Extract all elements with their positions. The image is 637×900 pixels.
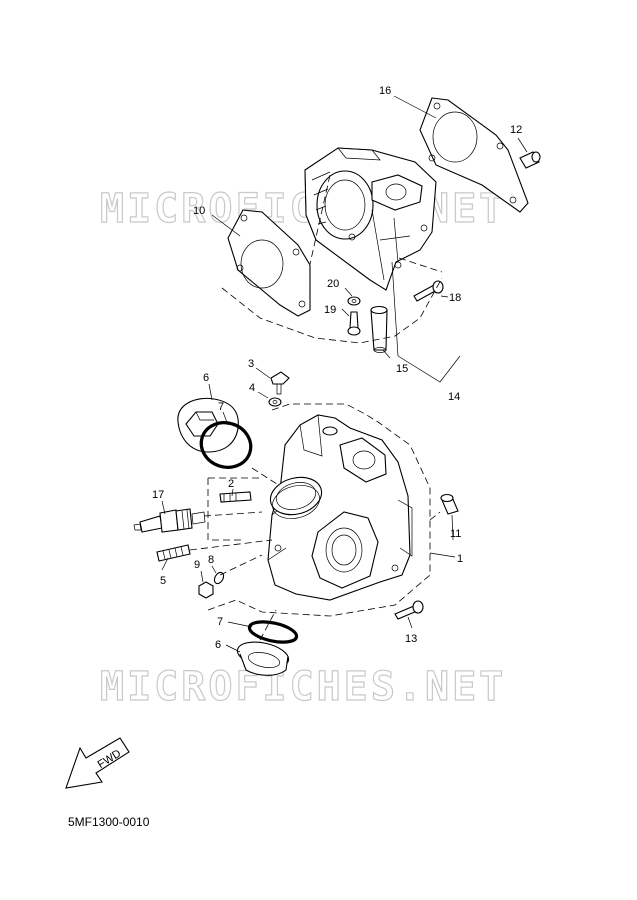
- part-6-cap-upper[interactable]: [177, 397, 239, 453]
- part-11-dowel-pin[interactable]: [440, 493, 459, 515]
- label-19: 19: [324, 304, 336, 316]
- label-14: 14: [448, 391, 460, 403]
- label-9: 9: [194, 559, 200, 571]
- part-12-dowel-pin[interactable]: [519, 151, 541, 169]
- label-2: 2: [228, 478, 234, 490]
- part-15-pipe[interactable]: [370, 305, 388, 353]
- label-6-lower: 6: [215, 639, 221, 651]
- label-3: 3: [248, 358, 254, 370]
- label-10: 10: [193, 205, 205, 217]
- part-6-cap-lower[interactable]: [235, 638, 291, 676]
- label-16: 16: [379, 85, 391, 97]
- part-9-nut[interactable]: [198, 581, 214, 599]
- label-17: 17: [152, 489, 164, 501]
- part-3-bolt[interactable]: [270, 371, 290, 395]
- label-7-upper: 7: [218, 401, 224, 413]
- cylinder-head-body[interactable]: [267, 414, 413, 601]
- assembly-line-upper: [221, 277, 443, 344]
- part-20-washer[interactable]: [347, 296, 361, 306]
- label-4: 4: [249, 382, 255, 394]
- watermark-bottom: MICROFICHES.NET: [100, 664, 506, 710]
- part-7-oring-lower[interactable]: [247, 618, 299, 646]
- leader-lines: [161, 95, 528, 653]
- part-7-oring-upper[interactable]: [195, 416, 256, 473]
- assembly-line-lower: [207, 403, 431, 617]
- part-16-gasket[interactable]: [419, 97, 529, 213]
- label-6-upper: 6: [203, 372, 209, 384]
- bracket-14: [391, 261, 461, 383]
- housing-rings[interactable]: [266, 472, 326, 524]
- label-13: 13: [405, 633, 417, 645]
- label-15: 15: [396, 363, 408, 375]
- label-1: 1: [457, 553, 463, 565]
- label-18: 18: [449, 292, 461, 304]
- part-17-spark-plug[interactable]: [133, 508, 206, 533]
- watermark-top: MICROFICHES.NET: [100, 186, 506, 232]
- part-13-bolt[interactable]: [394, 600, 424, 620]
- label-12: 12: [510, 124, 522, 136]
- part-10-gasket[interactable]: [227, 209, 311, 317]
- diagram-code: 5MF1300-0010: [68, 815, 150, 829]
- part-5-stud[interactable]: [156, 544, 191, 562]
- cylinder-body[interactable]: [304, 147, 437, 291]
- part-18-bolt[interactable]: [413, 280, 444, 302]
- label-20: 20: [327, 278, 339, 290]
- label-7-lower: 7: [217, 616, 223, 628]
- label-11: 11: [450, 528, 461, 540]
- part-19-bolt[interactable]: [347, 311, 361, 336]
- part-2-stud[interactable]: [219, 491, 252, 503]
- label-5: 5: [160, 575, 166, 587]
- fwd-arrow-icon: FWD: [65, 737, 130, 789]
- label-8: 8: [208, 554, 214, 566]
- part-8-washer[interactable]: [213, 571, 226, 585]
- part-labels: 16 12 10 20 18 19 15 3 6 4 14 7 2 17 11 …: [152, 85, 522, 651]
- part-4-washer[interactable]: [268, 397, 282, 407]
